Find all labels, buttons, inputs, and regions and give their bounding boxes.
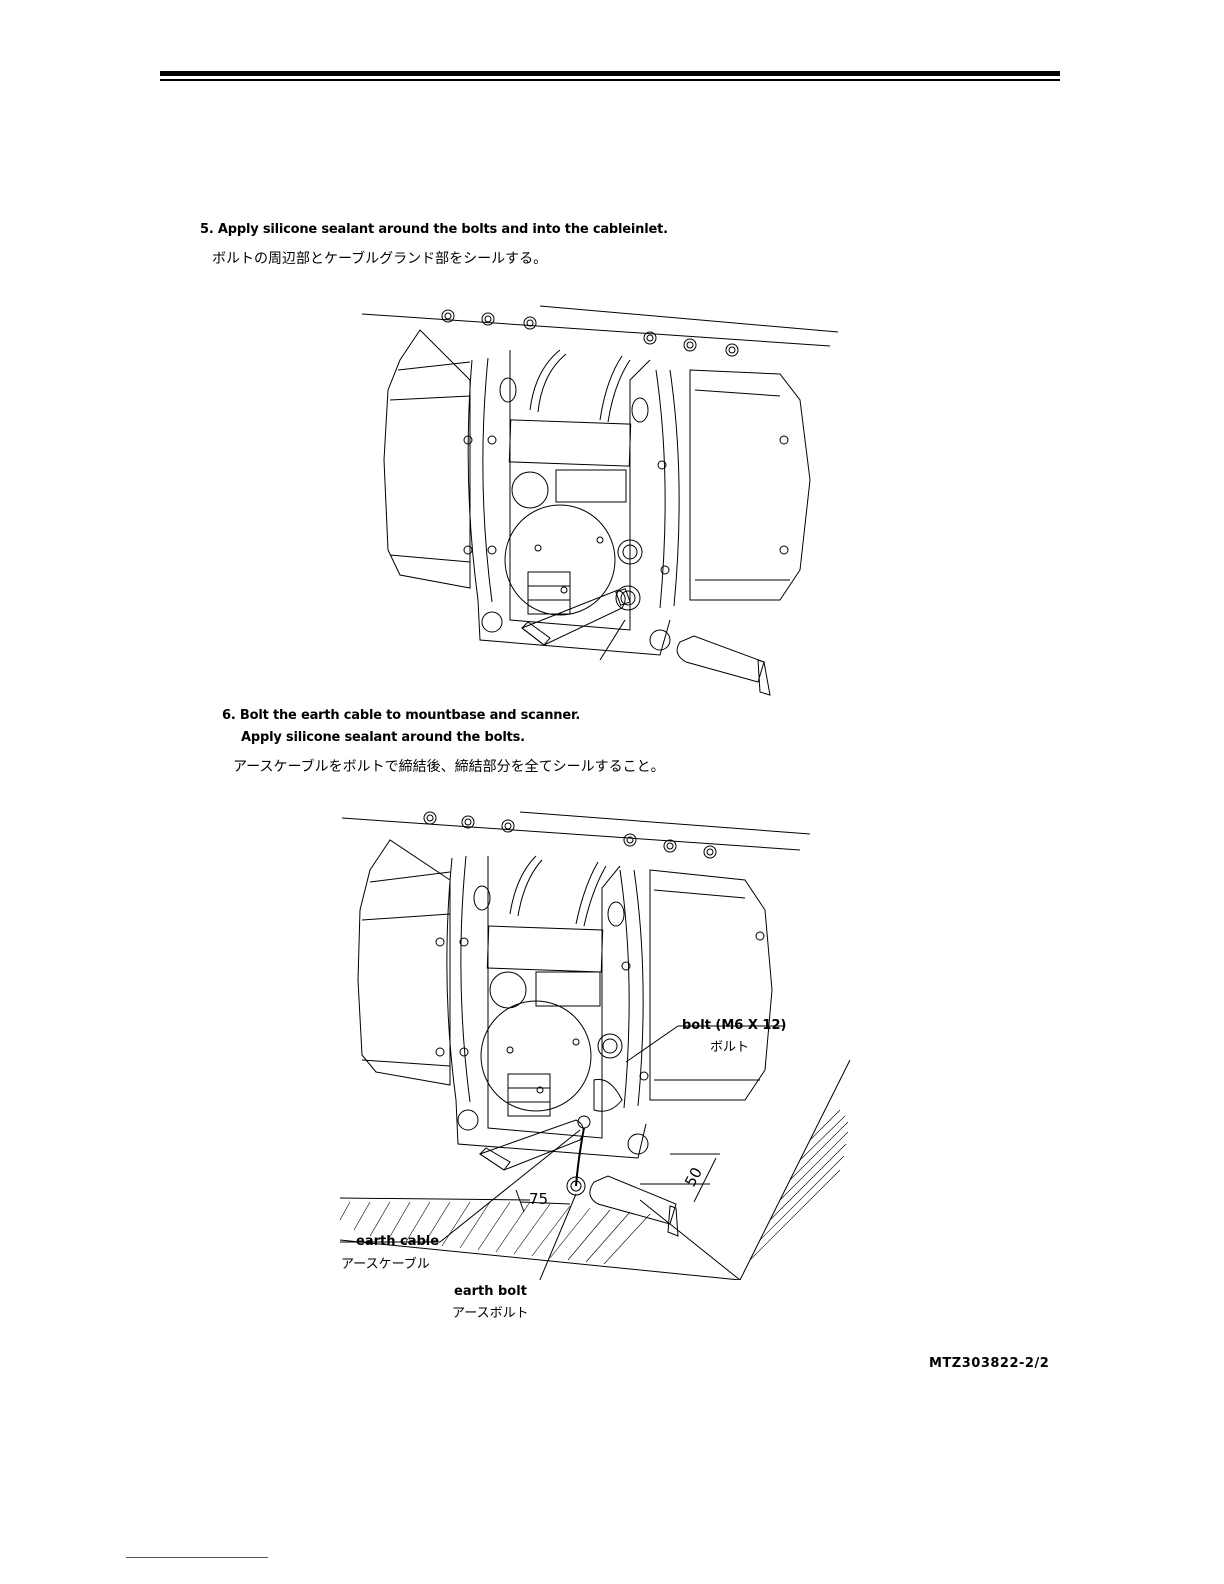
- sealant-tube-right: [677, 636, 770, 695]
- footnote-rule: [126, 1557, 268, 1558]
- figure-earth-cable-illustration: [340, 810, 860, 1280]
- document-id: MTZ303822-2/2: [929, 1356, 1049, 1371]
- step-6-text-line2: Apply silicone sealant around the bolts.: [241, 730, 525, 745]
- beam-bolts-2: [424, 812, 716, 858]
- header-rule-thin: [160, 79, 1060, 81]
- sealant-tube-left: [522, 589, 630, 645]
- sealant-tube-left-2: [480, 1120, 583, 1170]
- bolt-label: bolt (M6 X 12): [682, 1018, 786, 1033]
- earth-bolt-label: earth bolt: [454, 1284, 527, 1299]
- earth-cable-label: earth cable: [356, 1234, 439, 1249]
- step-5-text-jp: ボルトの周辺部とケーブルグランド部をシールする。: [212, 248, 547, 268]
- bolt-label-jp: ボルト: [710, 1036, 749, 1055]
- header-rule-thick: [160, 71, 1060, 76]
- earth-bolt-label-jp: アースボルト: [452, 1302, 529, 1321]
- sealant-tube-right-2: [590, 1176, 678, 1236]
- step-5-text: 5. Apply silicone sealant around the bol…: [200, 222, 668, 237]
- step-6-text-jp: アースケーブルをボルトで締結後、締結部分を全てシールすること。: [233, 756, 665, 776]
- beam-bolts: [442, 310, 738, 356]
- step-6-text-line1: 6. Bolt the earth cable to mountbase and…: [222, 708, 580, 723]
- figure-sealant-illustration: [360, 300, 840, 700]
- dimension-75: 75: [529, 1190, 548, 1208]
- earth-cable-label-jp: アースケーブル: [341, 1253, 430, 1272]
